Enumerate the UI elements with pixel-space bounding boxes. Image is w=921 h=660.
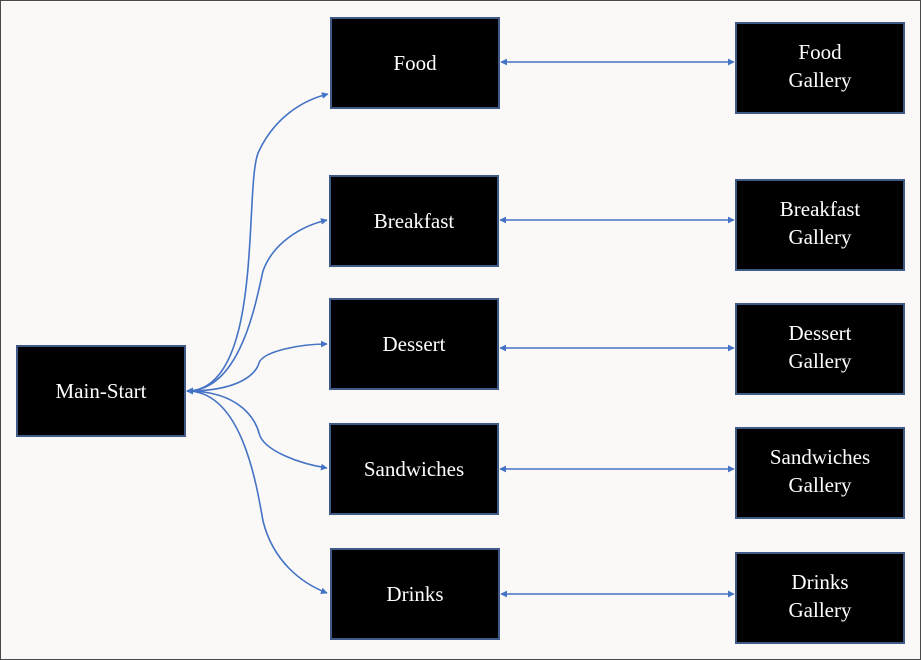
- node-breakfast-gallery[interactable]: Breakfast Gallery: [735, 179, 905, 271]
- node-main-start[interactable]: Main-Start: [16, 345, 186, 437]
- node-food[interactable]: Food: [330, 17, 500, 109]
- connector-main-to-breakfast: [186, 218, 328, 395]
- connector-main-to-dessert: [186, 340, 328, 395]
- node-sandwiches-gallery[interactable]: Sandwiches Gallery: [735, 427, 905, 519]
- connector-main-to-sandwiches: [186, 387, 328, 471]
- node-dessert-gallery[interactable]: Dessert Gallery: [735, 303, 905, 395]
- node-sandwiches[interactable]: Sandwiches: [329, 423, 499, 515]
- node-food-gallery[interactable]: Food Gallery: [735, 22, 905, 114]
- node-drinks-gallery[interactable]: Drinks Gallery: [735, 552, 905, 644]
- node-dessert[interactable]: Dessert: [329, 298, 499, 390]
- connector-main-to-food: [186, 92, 329, 395]
- node-drinks[interactable]: Drinks: [330, 548, 500, 640]
- connector-main-to-drinks: [186, 387, 328, 594]
- node-breakfast[interactable]: Breakfast: [329, 175, 499, 267]
